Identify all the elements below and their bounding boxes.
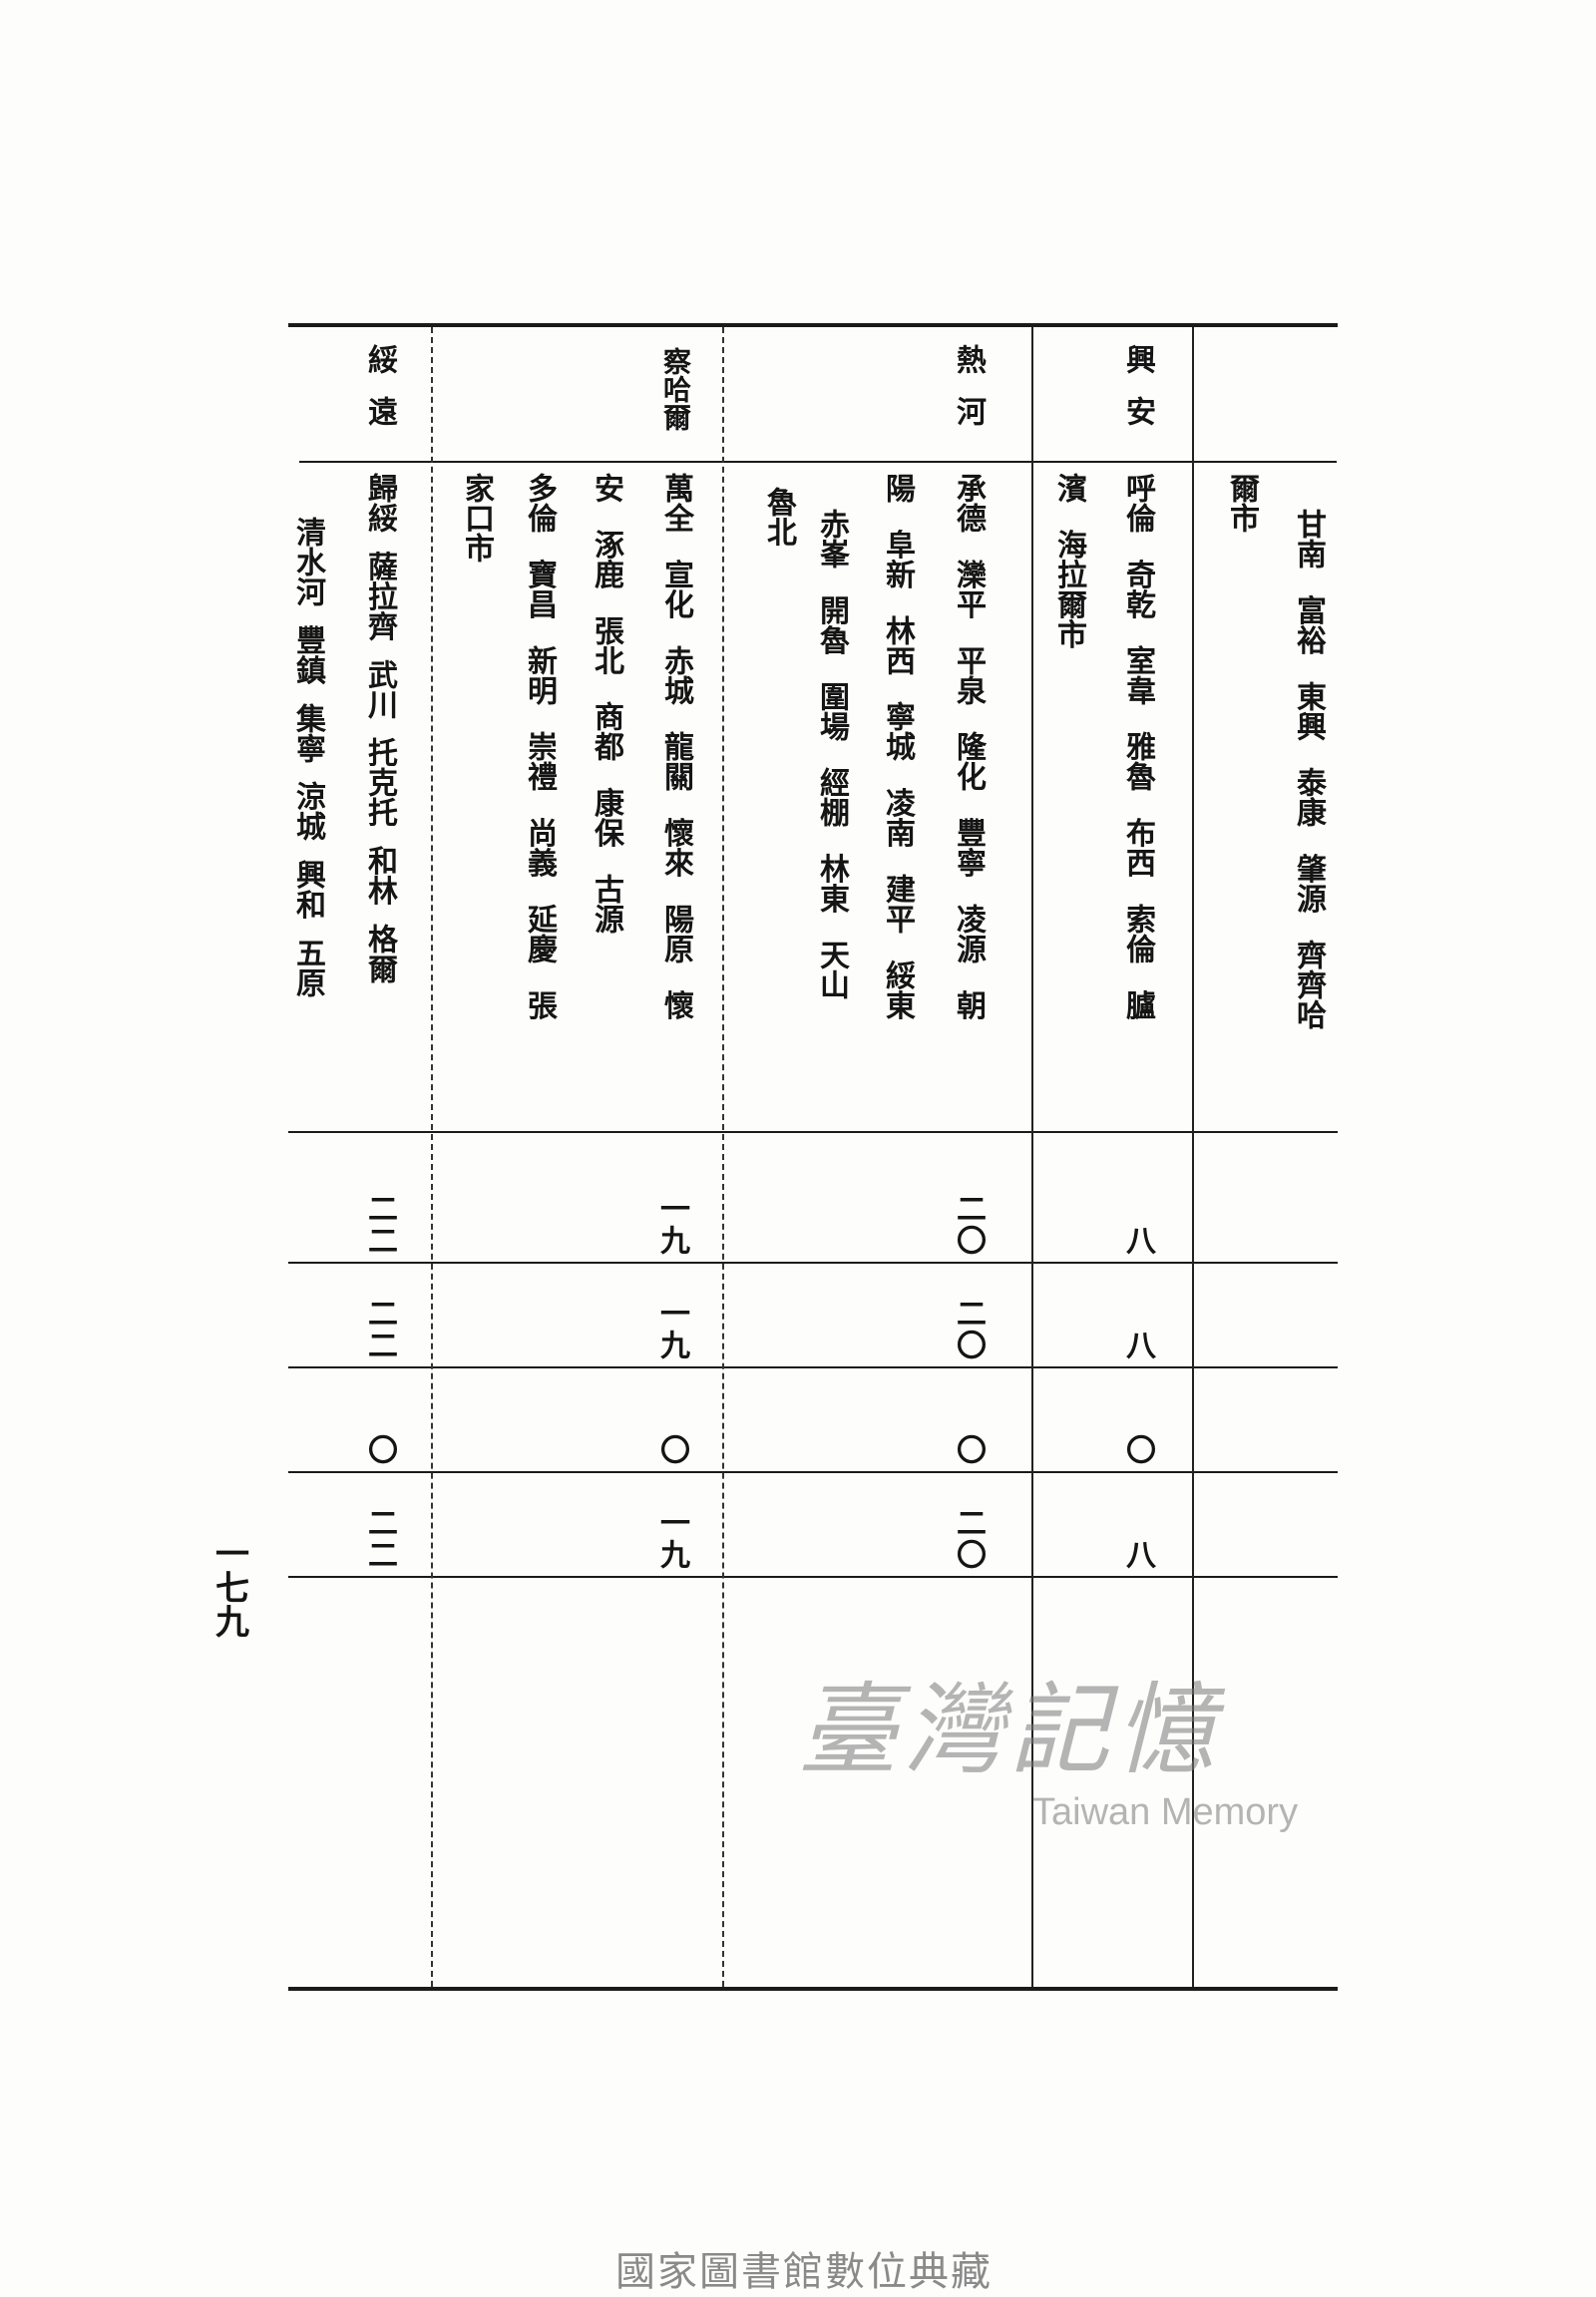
library-footer: 國家圖書館數位典藏	[615, 2249, 993, 2295]
county-list-column: 多倫 寶昌 新明 崇禮 尚義 延慶 張	[522, 473, 557, 1020]
watermark-chinese: 臺灣記憶	[798, 1672, 1221, 1788]
value-cell: 八	[1120, 1330, 1155, 1361]
top-rule	[288, 323, 1338, 327]
row-rule-3	[288, 1471, 1338, 1473]
province-name-suiyuan: 綏遠	[362, 344, 397, 448]
county-list-column: 陽 阜新 林西 寧城 凌南 建平 綏東	[880, 473, 915, 1020]
row-rule-4	[288, 1576, 1338, 1578]
divider-suiyuan-chahar	[431, 327, 433, 1987]
value-cell: 二二	[362, 1193, 397, 1257]
county-list-column: 萬全 宣化 赤城 龍關 懷來 陽原 懷	[658, 473, 693, 1020]
watermark-english: Taiwan Memory	[1032, 1791, 1299, 1833]
taiwan-memory-watermark: 臺灣記憶 Taiwan Memory	[798, 1676, 1298, 1834]
county-list-column: 承德 灤平 平泉 隆化 豐寧 凌源 朝	[951, 473, 986, 1020]
value-cell: 一九	[654, 1507, 689, 1571]
value-cell: 二二	[362, 1507, 397, 1571]
county-list-column: 赤峯 開魯 圍場 經棚 林東 天山	[814, 509, 849, 1000]
divider-jehol-xingan	[1031, 327, 1033, 1987]
county-list-column: 歸綏 薩拉齊 武川 托克托 和林 格爾	[362, 473, 397, 984]
value-cell: 〇	[654, 1434, 689, 1466]
county-list-column: 家口市	[459, 473, 494, 563]
bottom-rule	[288, 1987, 1338, 1991]
value-cell: 二二	[362, 1298, 397, 1361]
header-rule	[299, 461, 1337, 463]
county-list-column: 濱 海拉爾市	[1051, 473, 1086, 649]
county-list-column: 呼倫 奇乾 室韋 雅魯 布西 索倫 臚	[1120, 473, 1155, 1020]
value-cell: 二〇	[951, 1298, 986, 1361]
province-name-chahar: 察哈爾	[659, 347, 692, 431]
names-bottom-rule	[288, 1131, 1338, 1133]
county-list-column: 甘南 富裕 東興 泰康 肇源 齊齊哈	[1291, 509, 1326, 1030]
county-list-column: 安 涿鹿 張北 商都 康保 古源	[589, 473, 623, 935]
value-cell: 二〇	[951, 1507, 986, 1571]
value-cell: 一九	[654, 1193, 689, 1257]
value-cell: 〇	[951, 1434, 986, 1466]
province-name-xingan: 興安	[1120, 344, 1155, 448]
row-rule-1	[288, 1262, 1338, 1264]
row-rule-2	[288, 1366, 1338, 1368]
county-list-column: 魯北	[761, 487, 796, 547]
value-cell: 八	[1120, 1225, 1155, 1257]
value-cell: 一九	[654, 1298, 689, 1361]
county-list-column: 清水河 豐鎮 集寧 涼城 興和 五原	[290, 517, 325, 998]
divider-chahar-jehol	[722, 327, 724, 1987]
value-cell: 〇	[362, 1434, 397, 1466]
value-cell: 八	[1120, 1539, 1155, 1571]
county-list-column: 爾市	[1224, 473, 1259, 533]
page-number: 一七九	[208, 1536, 249, 1638]
province-name-jehol: 熱河	[951, 344, 986, 448]
divider-xingan-continued	[1192, 327, 1194, 1987]
value-cell: 〇	[1120, 1434, 1155, 1466]
value-cell: 二〇	[951, 1193, 986, 1257]
